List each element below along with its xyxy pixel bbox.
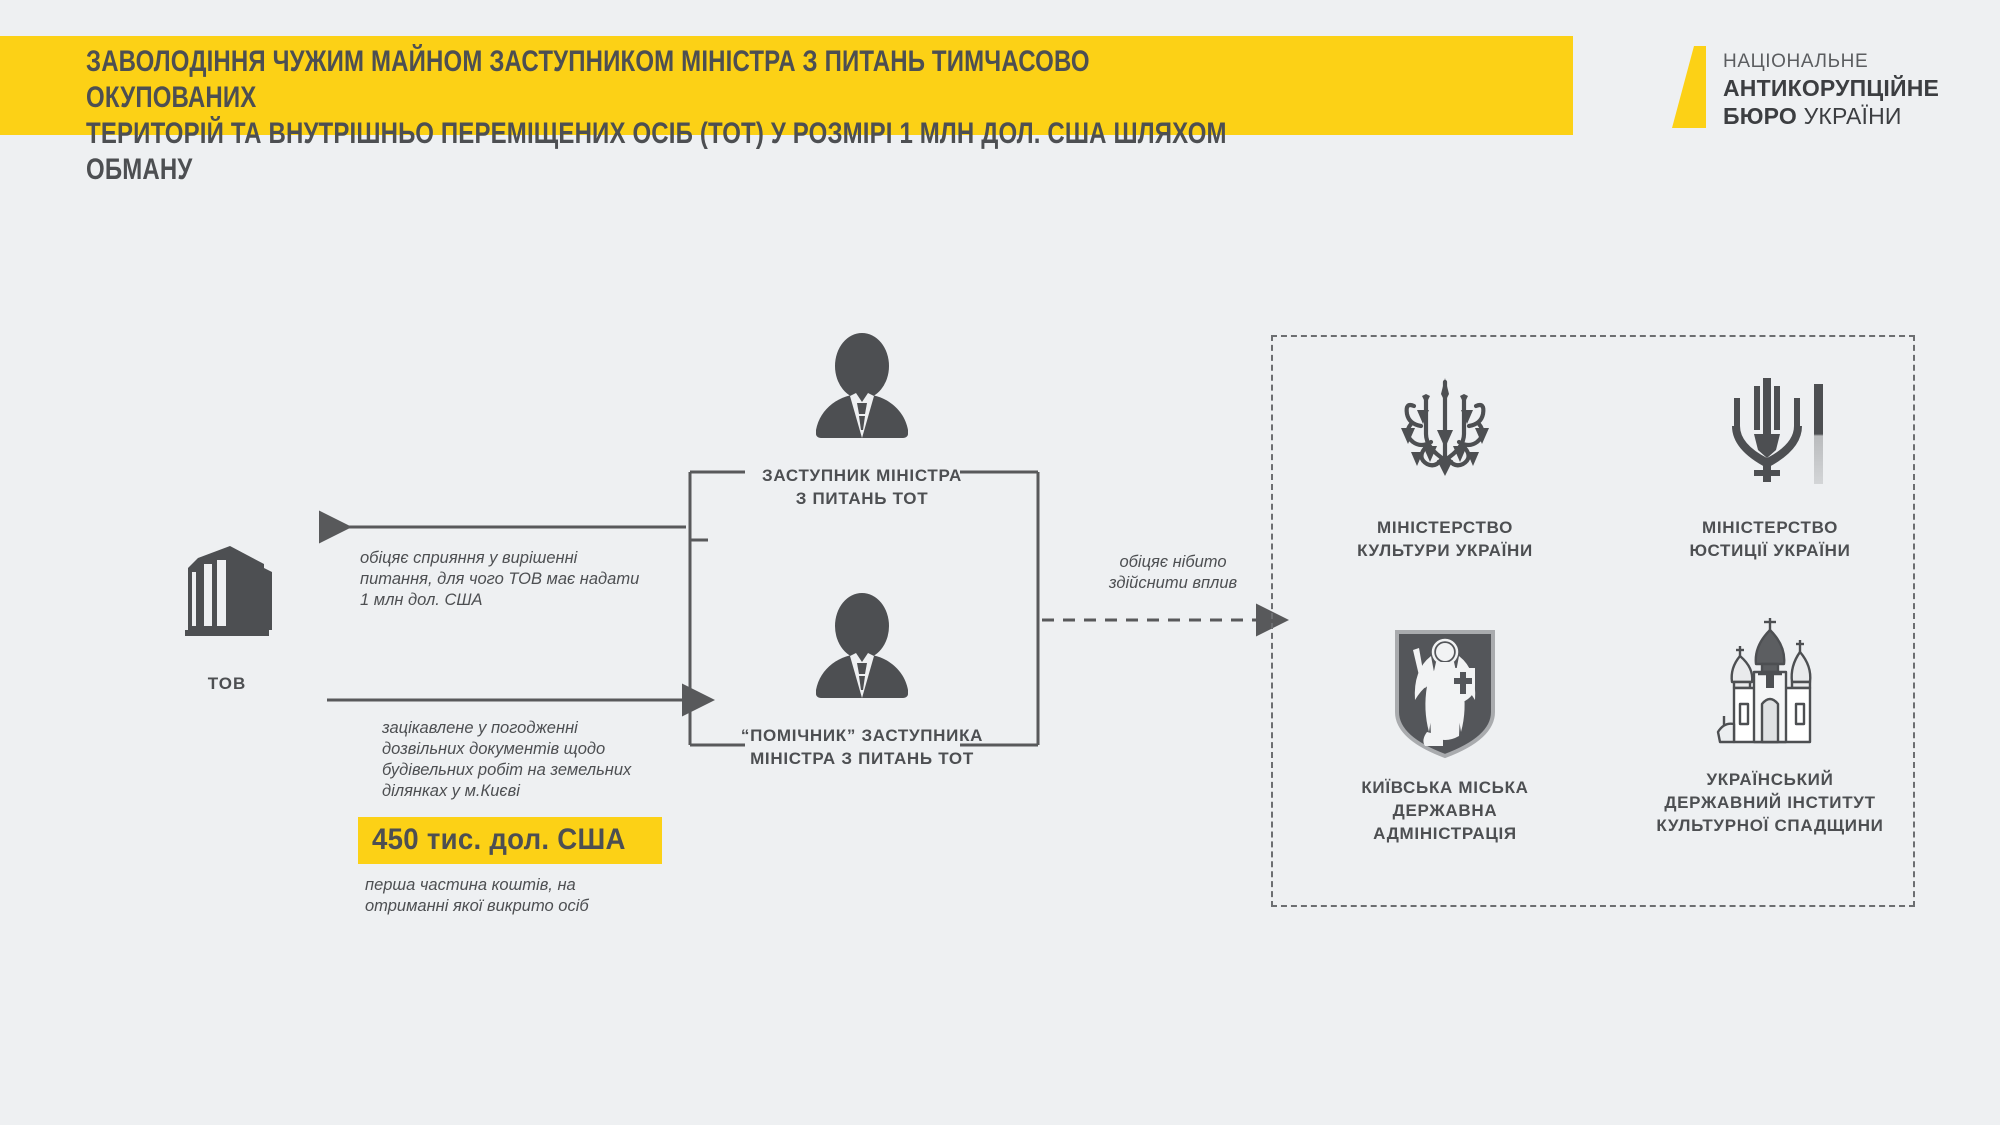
money-amount-badge: 450 тис. дол. США [358, 817, 662, 864]
emblem-wrapper [1300, 360, 1590, 500]
institution-kyiv-city-administration: КИЇВСЬКА МІСЬКА ДЕРЖАВНА АДМІНІСТРАЦІЯ [1300, 620, 1590, 845]
logo-line-3: БЮРО УКРАЇНИ [1723, 102, 1939, 130]
kyiv-archangel-shield-icon [1395, 630, 1495, 759]
person-silhouette-icon [816, 333, 908, 438]
institutions-dashed-group [1271, 335, 1915, 907]
person-label: “ПОМІЧНИК” ЗАСТУПНИКА МІНІСТРА З ПИТАНЬ … [740, 726, 984, 768]
page-title: ЗАВОЛОДІННЯ ЧУЖИМ МАЙНОМ ЗАСТУПНИКОМ МІН… [86, 45, 1227, 186]
person-node-deputy-minister: ЗАСТУПНИК МІНІСТРА З ПИТАНЬ ТОТ [697, 330, 1027, 510]
money-note: перша частина коштів, на отриманні якої … [365, 876, 589, 915]
money-amount-text: 450 тис. дол. США [372, 823, 626, 856]
logo-line-3-bold: БЮРО [1723, 103, 1797, 129]
nabu-logo: НАЦІОНАЛЬНЕ АНТИКОРУПЦІЙНЕ БЮРО УКРАЇНИ [1672, 46, 1939, 130]
logo-wordmark: НАЦІОНАЛЬНЕ АНТИКОРУПЦІЙНЕ БЮРО УКРАЇНИ [1723, 46, 1939, 130]
institution-label: УКРАЇНСЬКИЙ ДЕРЖАВНИЙ ІНСТИТУТ КУЛЬТУРНО… [1656, 770, 1884, 835]
logo-line-3-rest: УКРАЇНИ [1796, 103, 1902, 129]
person-label: ЗАСТУПНИК МІНІСТРА З ПИТАНЬ ТОТ [762, 466, 962, 508]
institution-cultural-heritage-institute: УКРАЇНСЬКИЙ ДЕРЖАВНИЙ ІНСТИТУТ КУЛЬТУРНО… [1625, 612, 1915, 837]
flow-note-promise-influence: обіцяє нібито здійснити вплив [1108, 553, 1238, 592]
institution-label: МІНІСТЕРСТВО КУЛЬТУРИ УКРАЇНИ [1357, 518, 1533, 560]
logo-line-2: АНТИКОРУПЦІЙНЕ [1723, 75, 1940, 101]
emblem-wrapper [1625, 360, 1915, 500]
person-node-assistant: “ПОМІЧНИК” ЗАСТУПНИКА МІНІСТРА З ПИТАНЬ … [697, 590, 1027, 770]
person-silhouette-icon [816, 593, 908, 698]
company-node: ТОВ [152, 538, 302, 694]
office-building-icon [185, 546, 272, 636]
institution-ministry-of-justice: МІНІСТЕРСТВО ЮСТИЦІЇ УКРАЇНИ [1625, 360, 1915, 562]
ukraine-trident-with-bar-icon [1732, 378, 1823, 484]
logo-line-1: НАЦІОНАЛЬНЕ [1723, 51, 1869, 72]
emblem-wrapper [1300, 620, 1590, 760]
header-band [0, 36, 1573, 135]
institution-label: КИЇВСЬКА МІСЬКА ДЕРЖАВНА АДМІНІСТРАЦІЯ [1361, 778, 1529, 843]
flow-note-promise-to-company: обіцяє сприяння у вирішенні питання, для… [360, 549, 640, 609]
institution-label: МІНІСТЕРСТВО ЮСТИЦІЇ УКРАЇНИ [1689, 518, 1851, 560]
ukraine-ornate-trident-emblem-icon [1401, 378, 1489, 476]
logo-trapezoid-mark [1672, 46, 1706, 128]
emblem-wrapper [1625, 612, 1915, 752]
flow-note-company-interest: зацікавлене у погодженні дозвільних доку… [382, 719, 632, 800]
institution-ministry-of-culture: МІНІСТЕРСТВО КУЛЬТУРИ УКРАЇНИ [1300, 360, 1590, 562]
company-label: ТОВ [207, 674, 247, 693]
orthodox-church-icon [1716, 618, 1812, 744]
